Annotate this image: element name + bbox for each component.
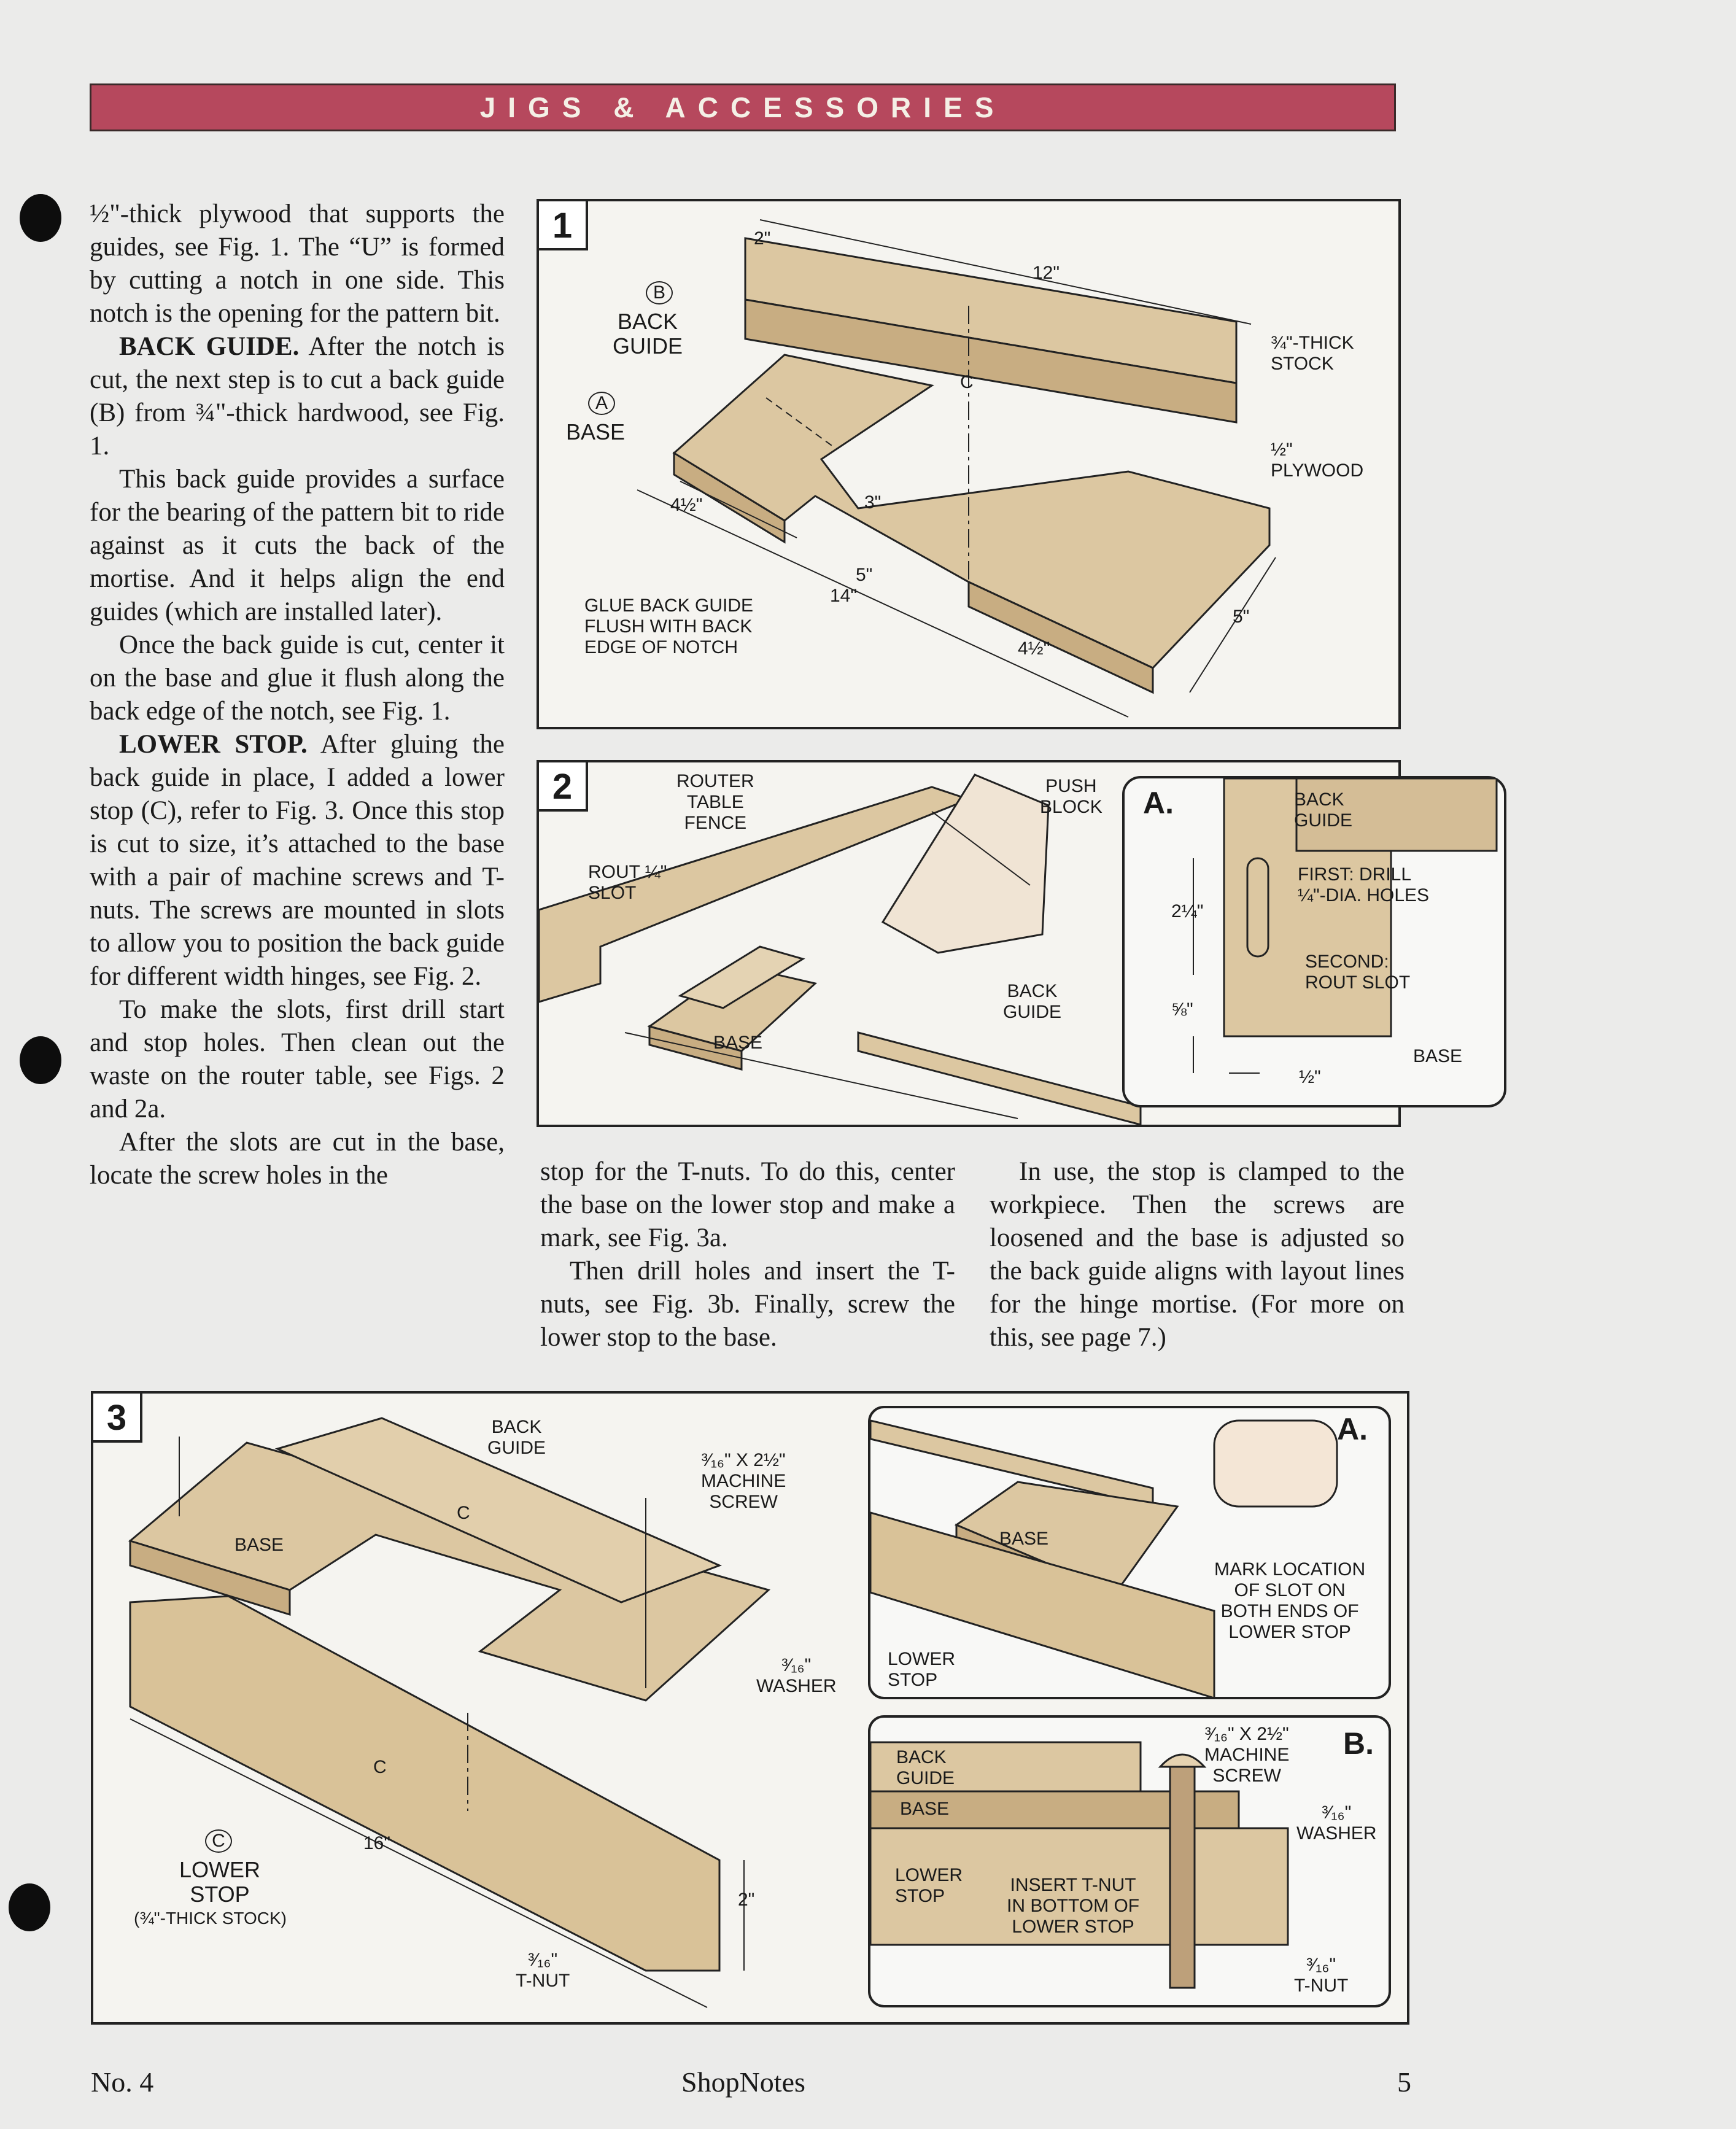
fig2a-label-base: BASE (1413, 1046, 1463, 1066)
fig3b-label-insert: INSERT T-NUT IN BOTTOM OF LOWER STOP (1007, 1875, 1140, 1937)
text-column-2: stop for the T-nuts. To do this, center … (540, 1155, 955, 1354)
paragraph-text: ½"-thick plywood that supports the guide… (90, 200, 505, 328)
fig1-note: GLUE BACK GUIDE FLUSH WITH BACK EDGE OF … (584, 595, 754, 657)
fig2-label-rout-slot: ROUT ¼" SLOT (588, 862, 667, 903)
column3-paragraph: In use, the stop is clamped to the workp… (990, 1155, 1405, 1354)
figure-1: 1 B BACK GUIDE A BASE 2" 12" ¾"-THICK ST… (537, 199, 1401, 729)
fig2a-dim-2-1-4: 2¼" (1171, 901, 1204, 921)
column1-paragraph: To make the slots, first drill start and… (90, 993, 505, 1126)
fig1-label-center: C (960, 372, 974, 392)
fig3-label-lower-stop: LOWER STOP (179, 1857, 261, 1907)
figure-2a-inset: a. BACK GUIDE FIRST: DRILL ¼"-DIA. HOLES… (1122, 776, 1506, 1107)
figure-3b-drawing (870, 1741, 1289, 1989)
fig2a-label-second: SECOND: ROUT SLOT (1305, 952, 1411, 993)
fig2a-letter: a. (1143, 786, 1174, 820)
fig1-dim-3: 3" (864, 492, 882, 513)
figure-3a-drawing (870, 1419, 1338, 1698)
column1-paragraph: BACK GUIDE. After the notch is cut, the … (90, 330, 505, 463)
fig3-label-t-nut: ³⁄₁₆" T-NUT (516, 1950, 570, 1991)
fig1-dim-5-inner: 5" (856, 565, 873, 585)
fig2-label-fence: ROUTER TABLE FENCE (676, 771, 754, 833)
fig3-label-center-top: C (457, 1503, 470, 1523)
fig1-label-a-letter: A (588, 392, 615, 415)
fig1-label-back-guide: BACK GUIDE (613, 309, 683, 359)
paragraph-text: After the slots are cut in the base, loc… (90, 1128, 505, 1190)
fig2-label-push-block: PUSH BLOCK (1040, 776, 1102, 817)
paragraph-text: Then drill holes and insert the T-nuts, … (540, 1257, 955, 1352)
fig3a-label-mark: MARK LOCATION OF SLOT ON BOTH ENDS OF LO… (1214, 1559, 1366, 1642)
paragraph-text: stop for the T-nuts. To do this, center … (540, 1157, 955, 1252)
figure-2a-drawing (1193, 778, 1498, 1074)
paragraph-text: In use, the stop is clamped to the workp… (990, 1157, 1405, 1352)
fig1-dim-4-5-right: 4½" (1018, 638, 1050, 659)
fig3-label-center-bottom: C (373, 1757, 387, 1777)
binder-hole-bottom (9, 1883, 50, 1931)
fig3-label-back-guide: BACK GUIDE (487, 1417, 546, 1458)
fig1-dim-5-side: 5" (1233, 607, 1250, 627)
figure-3a-inset: a. BASE MARK LOCATION OF SLOT ON BOTH EN… (868, 1406, 1391, 1699)
fig3-label-c-letter: C (205, 1829, 232, 1853)
fig3b-label-back-guide: BACK GUIDE (896, 1747, 955, 1788)
fig3b-label-machine-screw: ³⁄₁₆" x 2½" MACHINE SCREW (1204, 1724, 1290, 1786)
text-column-3: In use, the stop is clamped to the workp… (990, 1155, 1405, 1354)
figure-3-drawing (128, 1417, 771, 2008)
column1-paragraph: After the slots are cut in the base, loc… (90, 1126, 505, 1192)
fig1-dim-12: 12" (1033, 263, 1060, 283)
fig2a-dim-1-2: ½" (1299, 1067, 1321, 1087)
section-banner: JIGS & ACCESSORIES (90, 83, 1396, 131)
paragraph-heading: BACK GUIDE. (119, 332, 300, 361)
column1-paragraph: LOWER STOP. After gluing the back guide … (90, 728, 505, 993)
fig3a-label-lower-stop: LOWER STOP (888, 1649, 956, 1690)
binder-hole-middle (20, 1036, 61, 1084)
fig3-label-base: BASE (234, 1535, 284, 1555)
fig3a-label-base: BASE (999, 1529, 1049, 1549)
figure-3b-inset: b. ³⁄₁₆" x 2½" MACHINE SCREW BACK GUIDE … (868, 1715, 1391, 2007)
binder-hole-top (20, 194, 61, 242)
figure-2-drawing (539, 774, 1142, 1125)
section-title: JIGS & ACCESSORIES (479, 91, 1006, 123)
fig3b-letter: b. (1343, 1726, 1374, 1761)
paragraph-text: This back guide provides a surface for t… (90, 465, 505, 626)
paragraph-text: After the notch is cut, the next step is… (90, 332, 505, 460)
paragraph-heading: LOWER STOP. (119, 730, 308, 759)
text-column-1: ½"-thick plywood that supports the guide… (90, 198, 505, 1192)
column1-paragraph: ½"-thick plywood that supports the guide… (90, 198, 505, 330)
fig2a-dim-5-8: ⅝" (1171, 999, 1193, 1020)
fig3b-label-base: BASE (900, 1799, 950, 1819)
figure-1-drawing (637, 219, 1276, 718)
fig1-dim-14: 14" (830, 586, 858, 606)
fig1-label-thick-stock: ¾"-THICK STOCK (1271, 333, 1354, 374)
figure-1-number: 1 (537, 199, 588, 250)
fig2a-label-first: FIRST: DRILL ¼"-DIA. HOLES (1298, 864, 1430, 906)
column1-paragraph: Once the back guide is cut, center it on… (90, 629, 505, 728)
fig1-label-b-letter: B (646, 281, 673, 304)
footer-page-number: 5 (1397, 2066, 1411, 2098)
figure-3-number: 3 (91, 1391, 142, 1443)
fig2a-label-back-guide: BACK GUIDE (1294, 789, 1353, 831)
fig3-dim-16: 16" (363, 1833, 391, 1853)
column2-paragraph: stop for the T-nuts. To do this, center … (540, 1155, 955, 1255)
paragraph-text: Once the back guide is cut, center it on… (90, 630, 505, 726)
fig3-dim-2: 2" (738, 1890, 755, 1910)
fig2-label-back-guide: BACK GUIDE (1003, 981, 1062, 1022)
figure-2-number: 2 (537, 760, 588, 812)
fig3-label-stock: (¾"-THICK STOCK) (134, 1909, 287, 1928)
fig3a-letter: a. (1337, 1412, 1368, 1446)
fig3b-label-lower-stop: LOWER STOP (895, 1865, 963, 1906)
fig3b-label-washer: ³⁄₁₆" WASHER (1296, 1802, 1377, 1844)
fig3b-label-t-nut: ³⁄₁₆" T-NUT (1294, 1955, 1349, 1996)
paragraph-text: After gluing the back guide in place, I … (90, 730, 505, 991)
footer-title: ShopNotes (681, 2066, 805, 2098)
fig2-label-base: BASE (713, 1033, 763, 1053)
fig1-dim-4-5-left: 4½" (670, 495, 703, 515)
column2-paragraph: Then drill holes and insert the T-nuts, … (540, 1255, 955, 1354)
fig1-label-plywood: ½" PLYWOOD (1271, 440, 1364, 481)
fig3-label-machine-screw: ³⁄₁₆" x 2½" MACHINE SCREW (701, 1450, 786, 1512)
fig3-label-washer: ³⁄₁₆" WASHER (756, 1655, 837, 1696)
fig1-label-base: BASE (566, 419, 626, 444)
fig1-dim-2: 2" (754, 228, 771, 249)
column1-paragraph: This back guide provides a surface for t… (90, 463, 505, 629)
footer-issue: No. 4 (91, 2066, 154, 2098)
paragraph-text: To make the slots, first drill start and… (90, 995, 505, 1123)
